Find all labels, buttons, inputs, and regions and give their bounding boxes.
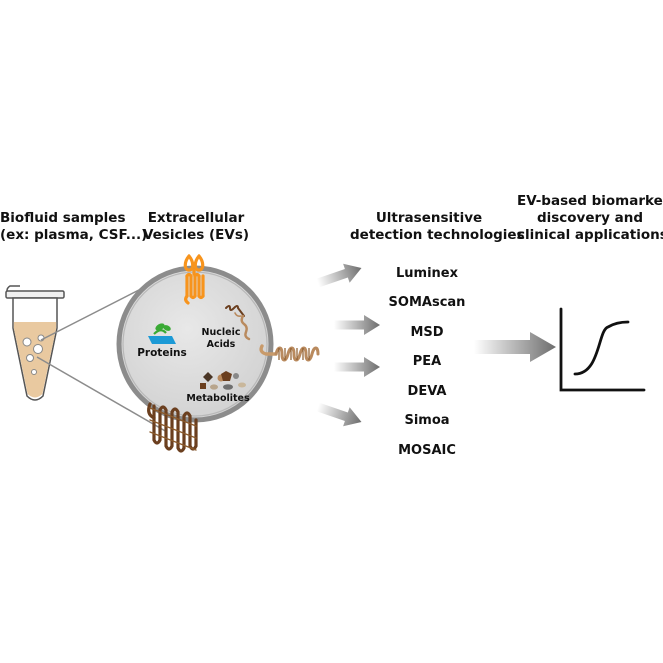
header-applications-line2: discovery and: [536, 210, 644, 226]
label-nucleic-line1: Nucleic: [202, 327, 241, 338]
metabolites-icon: [200, 371, 246, 390]
receptor-orange-icon: [183, 254, 205, 305]
tech-deva: DEVA: [407, 384, 447, 399]
tech-pea: PEA: [412, 354, 442, 369]
header-ev-line2: Vesicles (EVs): [142, 227, 250, 243]
arrow-to-detection-bottom: [316, 402, 362, 427]
tech-mosaic: MOSAIC: [398, 443, 456, 458]
zoom-line-bottom: [36, 356, 168, 433]
label-nucleic-line2: Acids: [207, 339, 236, 350]
sample-tube-icon: [5, 285, 65, 401]
header-applications: EV-based biomarker discovery and clinica…: [517, 193, 663, 244]
header-applications-line1: EV-based biomarker: [517, 193, 663, 209]
arrow-to-detection-middle-lower: [334, 357, 380, 377]
header-ev-line1: Extracellular: [147, 210, 245, 226]
header-applications-line3: clinical applications: [517, 227, 663, 243]
arrow-to-applications: [474, 332, 556, 362]
label-metabolites: Metabolites: [186, 393, 250, 404]
header-ev: Extracellular Vesicles (EVs): [138, 210, 254, 244]
nucleic-acid-icon: [225, 305, 251, 341]
header-detection: Ultrasensitive detection technologies: [350, 210, 525, 244]
arrow-to-detection-middle-upper: [334, 315, 380, 335]
arrow-to-detection-top: [316, 263, 362, 288]
header-biofluid: Biofluid samples (ex: plasma, CSF...): [0, 210, 148, 244]
header-biofluid-line1: Biofluid samples: [0, 210, 126, 226]
tech-somascan: SOMAscan: [388, 295, 466, 310]
tech-luminex: Luminex: [396, 266, 458, 281]
sigmoid-curve-icon: [559, 307, 646, 392]
tech-msd: MSD: [410, 325, 444, 340]
coil-receptor-bottom-icon: [147, 402, 198, 453]
tech-simoa: Simoa: [404, 413, 450, 428]
header-detection-line2: detection technologies: [350, 227, 525, 243]
label-proteins: Proteins: [137, 347, 187, 359]
header-biofluid-line2: (ex: plasma, CSF...): [0, 227, 148, 243]
coil-receptor-right-icon: [259, 344, 320, 362]
protein-icon: [148, 323, 176, 344]
header-detection-line1: Ultrasensitive: [375, 210, 483, 226]
